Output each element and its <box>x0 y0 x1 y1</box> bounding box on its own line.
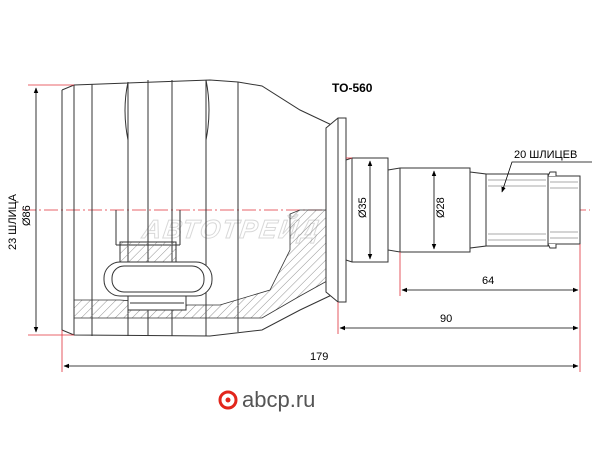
dim-label-35: Ø35 <box>357 197 369 218</box>
splines-leader <box>501 161 592 193</box>
part-number-title: TO-560 <box>332 81 373 95</box>
brand-name: abcp.ru <box>242 387 315 412</box>
dim-label-86: Ø86 <box>21 205 33 226</box>
dim-label-179: 179 <box>310 351 328 363</box>
tripod-roller <box>103 241 213 311</box>
joint-flange <box>325 117 347 303</box>
dim-label-23-splines: 23 ШЛИЦА <box>7 193 19 250</box>
dim-label-90: 90 <box>440 313 452 325</box>
spline-teeth <box>488 179 578 241</box>
dim-label-28: Ø28 <box>435 197 447 218</box>
dim-label-64: 64 <box>482 275 494 287</box>
stub-shaft <box>345 157 581 263</box>
abcp-logo: abcp.ru <box>218 387 315 412</box>
dim-label-20-splines: 20 ШЛИЦЕВ <box>514 149 577 161</box>
